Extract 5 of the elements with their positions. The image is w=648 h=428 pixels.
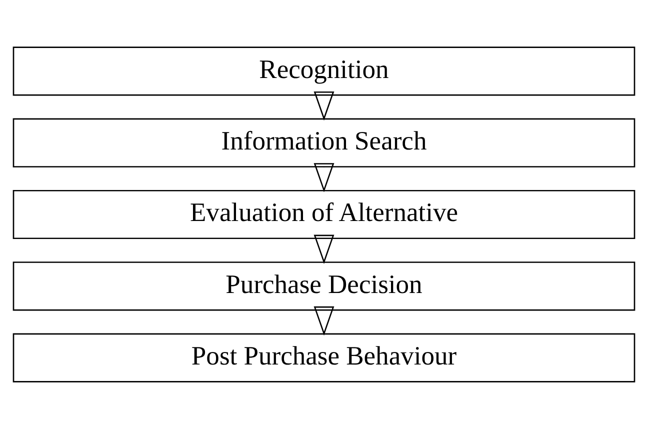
arrow <box>314 234 334 264</box>
arrow <box>314 162 334 192</box>
arrow <box>314 306 334 336</box>
node-box: Post Purchase Behaviour <box>12 332 636 382</box>
arrow <box>314 90 334 120</box>
